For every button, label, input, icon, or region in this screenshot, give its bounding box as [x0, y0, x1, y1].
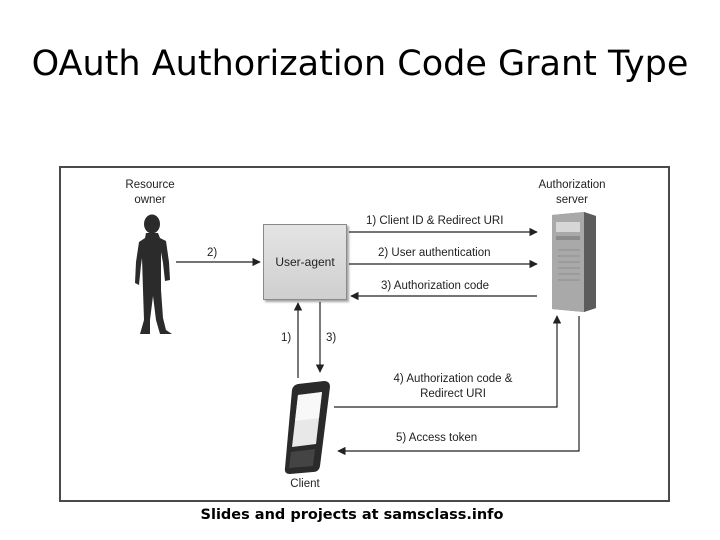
resource-owner-label: Resource owner — [125, 179, 175, 206]
client-to-agent-label: 1) — [281, 332, 292, 344]
user-agent-box: User-agent — [263, 224, 347, 300]
agent-to-client-label: 3) — [326, 332, 337, 344]
resource-owner-icon — [135, 214, 172, 334]
authorization-code-label: 3) Authorization code — [381, 280, 490, 292]
authorization-server-icon — [552, 212, 596, 312]
arrow-access-token — [337, 316, 580, 456]
arrow-auth-code-redirect — [334, 315, 562, 408]
access-token-label: 5) Access token — [396, 432, 478, 444]
client-id-redirect-label: 1) Client ID & Redirect URI — [366, 215, 504, 227]
client-label: Client — [290, 478, 320, 490]
slide-title: OAuth Authorization Code Grant Type — [31, 44, 689, 84]
authorization-server-label: Authorization server — [538, 179, 606, 206]
owner-to-agent-label: 2) — [207, 247, 218, 259]
user-agent-label: User-agent — [275, 255, 335, 269]
user-authentication-label: 2) User authentication — [378, 247, 491, 259]
client-phone-icon — [284, 381, 330, 474]
auth-code-redirect-label: 4) Authorization code & Redirect URI — [393, 373, 513, 400]
footer-text: Slides and projects at samsclass.info — [200, 507, 504, 523]
